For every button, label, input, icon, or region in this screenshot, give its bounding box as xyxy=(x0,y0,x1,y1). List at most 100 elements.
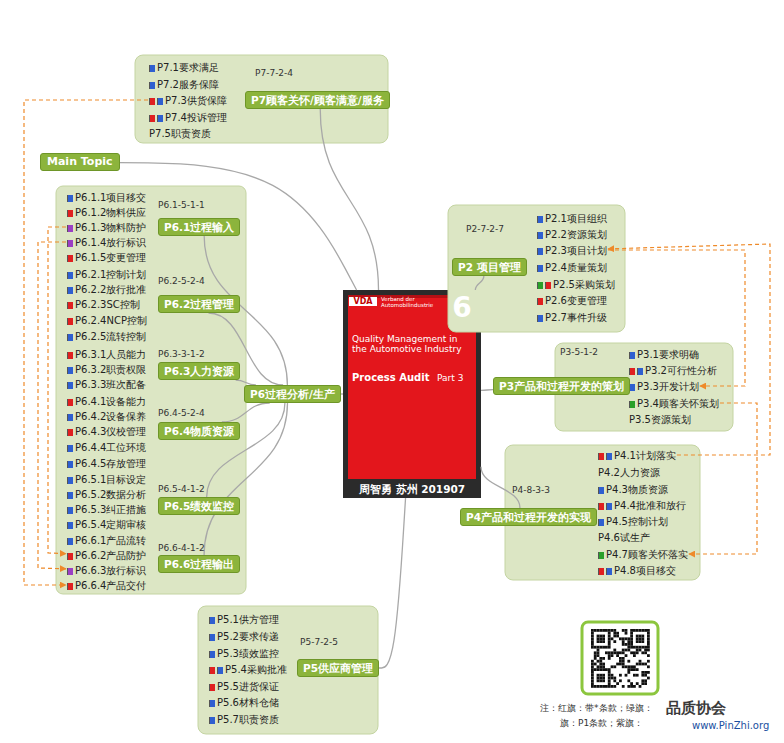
qr-cell xyxy=(636,663,639,666)
qr-cell xyxy=(619,657,622,660)
flag-icon xyxy=(598,519,604,526)
clause-item: P3.1要求明确 xyxy=(628,348,700,361)
flag-icon xyxy=(67,492,73,499)
qr-cell xyxy=(647,643,650,646)
node-text: P5.7职责资质 xyxy=(217,714,279,725)
qr-cell xyxy=(599,629,602,632)
clause-item: P6.4.2设备保养 xyxy=(66,410,147,423)
qr-cell xyxy=(594,651,597,654)
node-text: P4.4批准和放行 xyxy=(614,500,686,511)
clause-item: P5.5进货保证 xyxy=(208,680,280,693)
branch-topic: P6.6过程输出 xyxy=(158,555,240,573)
clause-item: P6.3.2职责权限 xyxy=(66,363,147,376)
clause-item: P4.6试生产 xyxy=(597,531,651,544)
qr-cell xyxy=(591,668,594,671)
qr-cell xyxy=(597,646,600,649)
relation-link xyxy=(38,242,66,569)
qr-cell xyxy=(602,665,605,668)
qr-cell xyxy=(608,677,611,680)
flag-icon xyxy=(598,568,604,575)
flag-icon xyxy=(67,352,73,359)
qr-cell xyxy=(591,643,594,646)
watermark: 品质协会 xyxy=(666,699,726,718)
qr-cell xyxy=(641,629,644,632)
qr-cell xyxy=(641,674,644,677)
qr-cell xyxy=(597,685,600,688)
flag-icon xyxy=(67,538,73,545)
qr-cell xyxy=(602,637,605,640)
flag-icon xyxy=(209,700,215,707)
node-text: P6.6.3放行标识 xyxy=(75,565,146,576)
qr-cell xyxy=(619,651,622,654)
qr-cell xyxy=(647,635,650,638)
node-text: P6.1.3物料防护 xyxy=(75,222,146,233)
node-text: P6.6.1产品流转 xyxy=(75,535,146,546)
qr-cell xyxy=(630,665,633,668)
qr-cell xyxy=(616,654,619,657)
node-text: P7.4投诉管理 xyxy=(165,112,227,123)
book-text: Part 3 xyxy=(437,373,475,383)
qr-cell xyxy=(608,637,611,640)
flag-icon xyxy=(67,272,73,279)
flag-icon xyxy=(67,445,73,452)
node-text: P7.2服务保障 xyxy=(157,79,219,90)
flag-icon xyxy=(149,98,155,105)
node-text: P6.3.1人员能力 xyxy=(75,349,146,360)
qr-cell xyxy=(630,635,633,638)
panel-label: P7-7-2-4 xyxy=(255,68,293,79)
panel-label: P6.4-5-2-4 xyxy=(158,408,205,419)
clause-item: P7.1要求满足 xyxy=(148,61,220,74)
qr-cell xyxy=(633,665,636,668)
qr-cell xyxy=(613,635,616,638)
flag-icon xyxy=(606,453,612,460)
flag-icon xyxy=(537,315,543,322)
clause-item: P4.7顾客关怀落实 xyxy=(597,548,689,561)
qr-cell xyxy=(633,674,636,677)
qr-cell xyxy=(597,679,600,682)
qr-cell xyxy=(613,640,616,643)
node-text: P6.3人力资源 xyxy=(164,365,234,377)
flag-icon xyxy=(209,667,215,674)
qr-cell xyxy=(627,665,630,668)
qr-cell xyxy=(647,640,650,643)
qr-cell xyxy=(622,649,625,652)
qr-cell xyxy=(644,651,647,654)
qr-cell xyxy=(594,629,597,632)
flag-icon xyxy=(209,651,215,658)
qr-cell xyxy=(591,677,594,680)
qr-cell xyxy=(630,637,633,640)
clause-item: P6.5.2数据分析 xyxy=(66,488,147,501)
clause-item: P6.2.5流转控制 xyxy=(66,330,147,343)
flag-icon xyxy=(209,617,215,624)
qr-cell xyxy=(633,629,636,632)
clause-item: P6.1.5变更管理 xyxy=(66,251,147,264)
qr-cell xyxy=(639,640,642,643)
qr-cell xyxy=(602,674,605,677)
node-text: P6.2过程管理 xyxy=(164,298,234,310)
qr-cell xyxy=(591,671,594,674)
node-text: P3.4顾客关怀策划 xyxy=(637,398,719,409)
clause-item: P4.4批准和放行 xyxy=(597,499,687,512)
qr-cell xyxy=(602,657,605,660)
qr-cell xyxy=(597,677,600,680)
clause-item: P2.3项目计划 xyxy=(536,244,608,257)
branch-topic: P4产品和过程开发的实现 xyxy=(460,508,597,526)
node-text: P6.1.1项目移交 xyxy=(75,192,146,203)
qr-cell xyxy=(602,668,605,671)
qr-cell xyxy=(616,632,619,635)
qr-cell xyxy=(641,635,644,638)
branch-line xyxy=(481,389,493,391)
qr-cell xyxy=(630,643,633,646)
qr-cell xyxy=(611,654,614,657)
qr-cell xyxy=(602,646,605,649)
branch-topic: P6.5绩效监控 xyxy=(158,497,240,515)
qr-cell xyxy=(619,679,622,682)
qr-cell xyxy=(636,668,639,671)
qr-cell xyxy=(639,660,642,663)
flag-icon xyxy=(67,553,73,560)
node-text: P5.3绩效监控 xyxy=(217,648,279,659)
qr-cell xyxy=(627,646,630,649)
qr-cell xyxy=(630,668,633,671)
qr-cell xyxy=(647,665,650,668)
clause-item: P3.2可行性分析 xyxy=(628,364,718,377)
